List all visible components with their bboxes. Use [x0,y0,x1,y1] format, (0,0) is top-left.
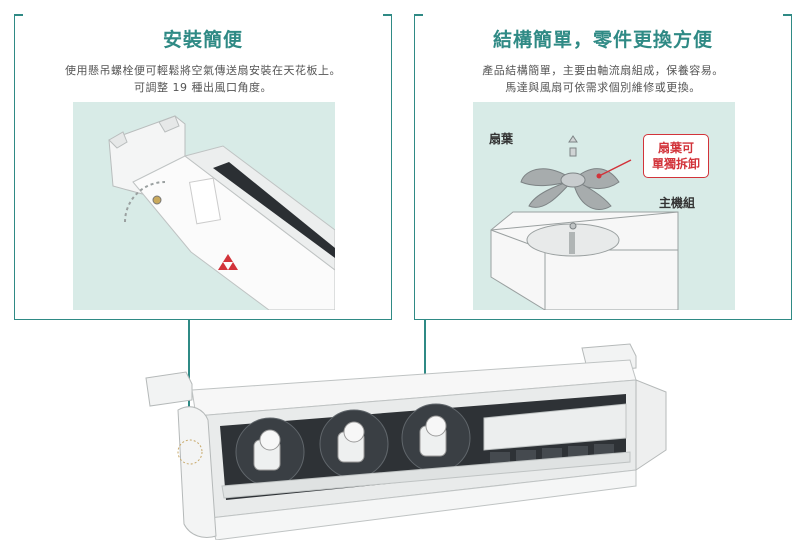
installation-desc-line1: 使用懸吊螺栓便可輕鬆將空氣傳送扇安裝在天花板上。 [65,64,341,77]
structure-description: 產品結構簡單，主要由軸流扇組成，保養容易。 馬達與風扇可依需求個別維修或更換。 [415,62,791,96]
structure-desc-line1: 產品結構簡單，主要由軸流扇組成，保養容易。 [482,64,724,77]
structure-panel: 結構簡單，零件更換方便 產品結構簡單，主要由軸流扇組成，保養容易。 馬達與風扇可… [414,14,792,320]
structure-desc-line2: 馬達與風扇可依需求個別維修或更換。 [505,81,701,94]
main-unit-label: 主機組 [659,196,696,210]
air-curtain-unit [145,343,667,540]
removable-line2: 單獨拆卸 [652,157,701,171]
installation-description: 使用懸吊螺栓便可輕鬆將空氣傳送扇安裝在天花板上。 可調整 19 種出風口角度。 [15,62,391,96]
structure-title: 結構簡單，零件更換方便 [492,29,713,51]
installation-photo [73,102,335,310]
structure-photo [473,102,735,310]
installation-desc-line2: 可調整 19 種出風口角度。 [134,81,272,94]
removable-blade-callout: 扇葉可 單獨拆卸 [643,134,710,178]
unit-bracket-illustration [108,115,335,310]
removable-line1: 扇葉可 [658,141,695,155]
installation-title: 安裝簡便 [162,29,243,51]
fan-exploded-illustration [490,135,679,310]
blade-label: 扇葉 [489,132,514,146]
installation-panel: 安裝簡便 使用懸吊螺栓便可輕鬆將空氣傳送扇安裝在天花板上。 可調整 19 種出風… [14,14,392,320]
